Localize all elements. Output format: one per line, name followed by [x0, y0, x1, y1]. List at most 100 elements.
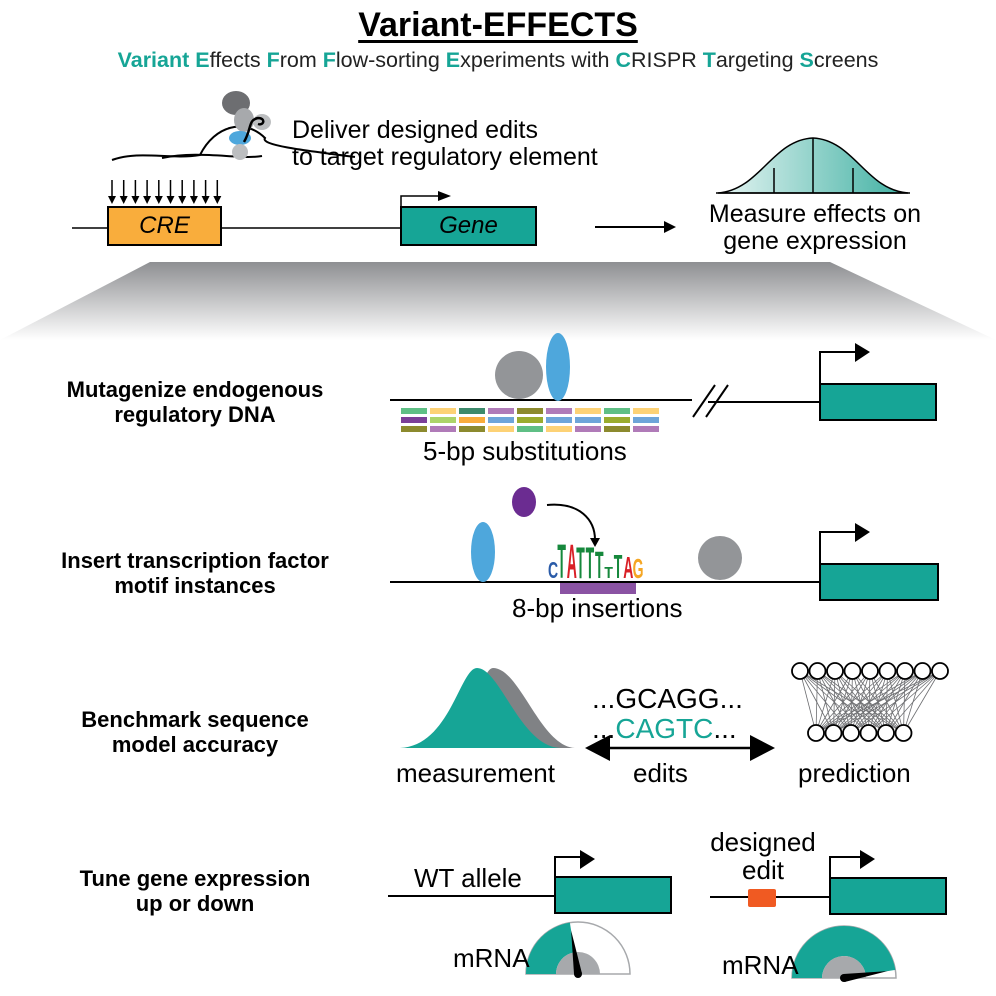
substitution-block — [575, 426, 601, 432]
seq-ref: ...GCAGG... — [592, 683, 743, 715]
substitution-block — [401, 417, 427, 423]
gene-box — [820, 384, 936, 420]
substitution-block — [633, 417, 659, 423]
down-arrow-head — [190, 196, 198, 204]
measure-text-2: gene expression — [680, 227, 950, 255]
designed-edit-line2: edit — [703, 856, 823, 884]
nn-node — [932, 663, 948, 679]
motif-letter: T — [595, 545, 604, 587]
down-arrow-head — [108, 196, 116, 204]
panel-1-label-line1: Mutagenize endogenous — [20, 377, 370, 402]
substitution-block — [459, 426, 485, 432]
motif-letter: T — [576, 538, 585, 588]
gene-box — [820, 564, 938, 600]
substitution-block — [633, 426, 659, 432]
panel-2-label-line2: motif instances — [20, 573, 370, 598]
down-arrow-head — [143, 196, 151, 204]
nn-node — [810, 663, 826, 679]
designed-edit-label: designed edit — [703, 828, 823, 884]
substitution-block — [401, 408, 427, 414]
tf-purple — [512, 487, 536, 517]
gene-label: Gene — [401, 212, 536, 240]
substitution-block — [401, 426, 427, 432]
nn-node — [827, 663, 843, 679]
substitution-block — [633, 408, 659, 414]
motif-letter: G — [633, 553, 644, 585]
down-arrow-head — [120, 196, 128, 204]
seq-alt-suffix: ... — [713, 713, 736, 744]
designed-edit-box — [748, 889, 776, 907]
substitution-grid — [401, 408, 659, 432]
panel-3-label-line2: model accuracy — [20, 732, 370, 757]
zoom-funnel — [0, 262, 996, 340]
motif-letter: T — [586, 538, 595, 588]
panel-2-label: Insert transcription factor motif instan… — [20, 548, 370, 598]
substitution-block — [517, 426, 543, 432]
substitution-block — [575, 417, 601, 423]
mrna-gauge-edit — [792, 926, 896, 982]
motif-letter: T — [557, 535, 566, 589]
deliver-text-2: to target regulatory element — [292, 143, 598, 171]
substitution-block — [546, 417, 572, 423]
gauge-pivot — [840, 974, 848, 982]
nn-node — [896, 725, 912, 741]
wt-allele-label: WT allele — [414, 863, 522, 894]
neural-network-icon — [792, 663, 948, 741]
down-arrow-head — [131, 196, 139, 204]
nn-node — [880, 663, 896, 679]
nn-node — [897, 663, 913, 679]
nn-node — [792, 663, 808, 679]
panel-insert: CTATTTTTAG — [390, 487, 938, 600]
tf-blue — [471, 522, 495, 582]
cas-protein-icon — [222, 91, 271, 160]
substitution-block — [604, 408, 630, 414]
panel-3-label-line1: Benchmark sequence — [20, 707, 370, 732]
mrna-label-wt: mRNA — [453, 943, 530, 974]
gene-box-edit — [830, 878, 946, 914]
tf-blue — [546, 333, 570, 401]
substitution-block — [604, 426, 630, 432]
substitution-block — [488, 408, 514, 414]
nn-node — [861, 725, 877, 741]
designed-edit-line1: designed — [703, 828, 823, 856]
nn-node — [808, 725, 824, 741]
edit-arrows — [108, 180, 221, 204]
panel-1-label: Mutagenize endogenous regulatory DNA — [20, 377, 370, 427]
deliver-text-1: Deliver designed edits — [292, 116, 538, 144]
down-arrow-head — [213, 196, 221, 204]
tss-arrow — [401, 196, 440, 207]
measurement-caption: measurement — [396, 758, 555, 789]
substitution-block — [546, 426, 572, 432]
gene-box-wt — [555, 877, 671, 913]
nn-node — [862, 663, 878, 679]
seq-alt-prefix: ... — [592, 713, 615, 744]
substitution-block — [488, 426, 514, 432]
panel-1-label-line2: regulatory DNA — [20, 402, 370, 427]
substitution-block — [459, 408, 485, 414]
nn-node — [878, 725, 894, 741]
substitution-block — [546, 408, 572, 414]
cre-label: CRE — [108, 212, 221, 240]
tf-grey — [698, 536, 742, 580]
substitution-block — [459, 417, 485, 423]
motif-letter: T — [604, 565, 613, 582]
panel-2-label-line1: Insert transcription factor — [20, 548, 370, 573]
down-arrow-head — [155, 196, 163, 204]
down-arrow-head — [167, 196, 175, 204]
nn-node — [843, 725, 859, 741]
panel-3-label: Benchmark sequence model accuracy — [20, 707, 370, 757]
substitution-block — [430, 417, 456, 423]
panel-4-label-line2: up or down — [20, 891, 370, 916]
substitution-block — [517, 417, 543, 423]
seq-alt: ...CAGTC... — [592, 713, 737, 745]
nn-node — [826, 725, 842, 741]
substitution-block — [488, 417, 514, 423]
prediction-caption: prediction — [798, 758, 911, 789]
panel-mutagenize — [390, 333, 936, 432]
substitution-block — [430, 426, 456, 432]
down-arrow-head — [202, 196, 210, 204]
nn-node — [845, 663, 861, 679]
measure-text-1: Measure effects on — [680, 200, 950, 228]
gauge-pivot — [574, 970, 582, 978]
edits-caption: edits — [633, 758, 688, 789]
